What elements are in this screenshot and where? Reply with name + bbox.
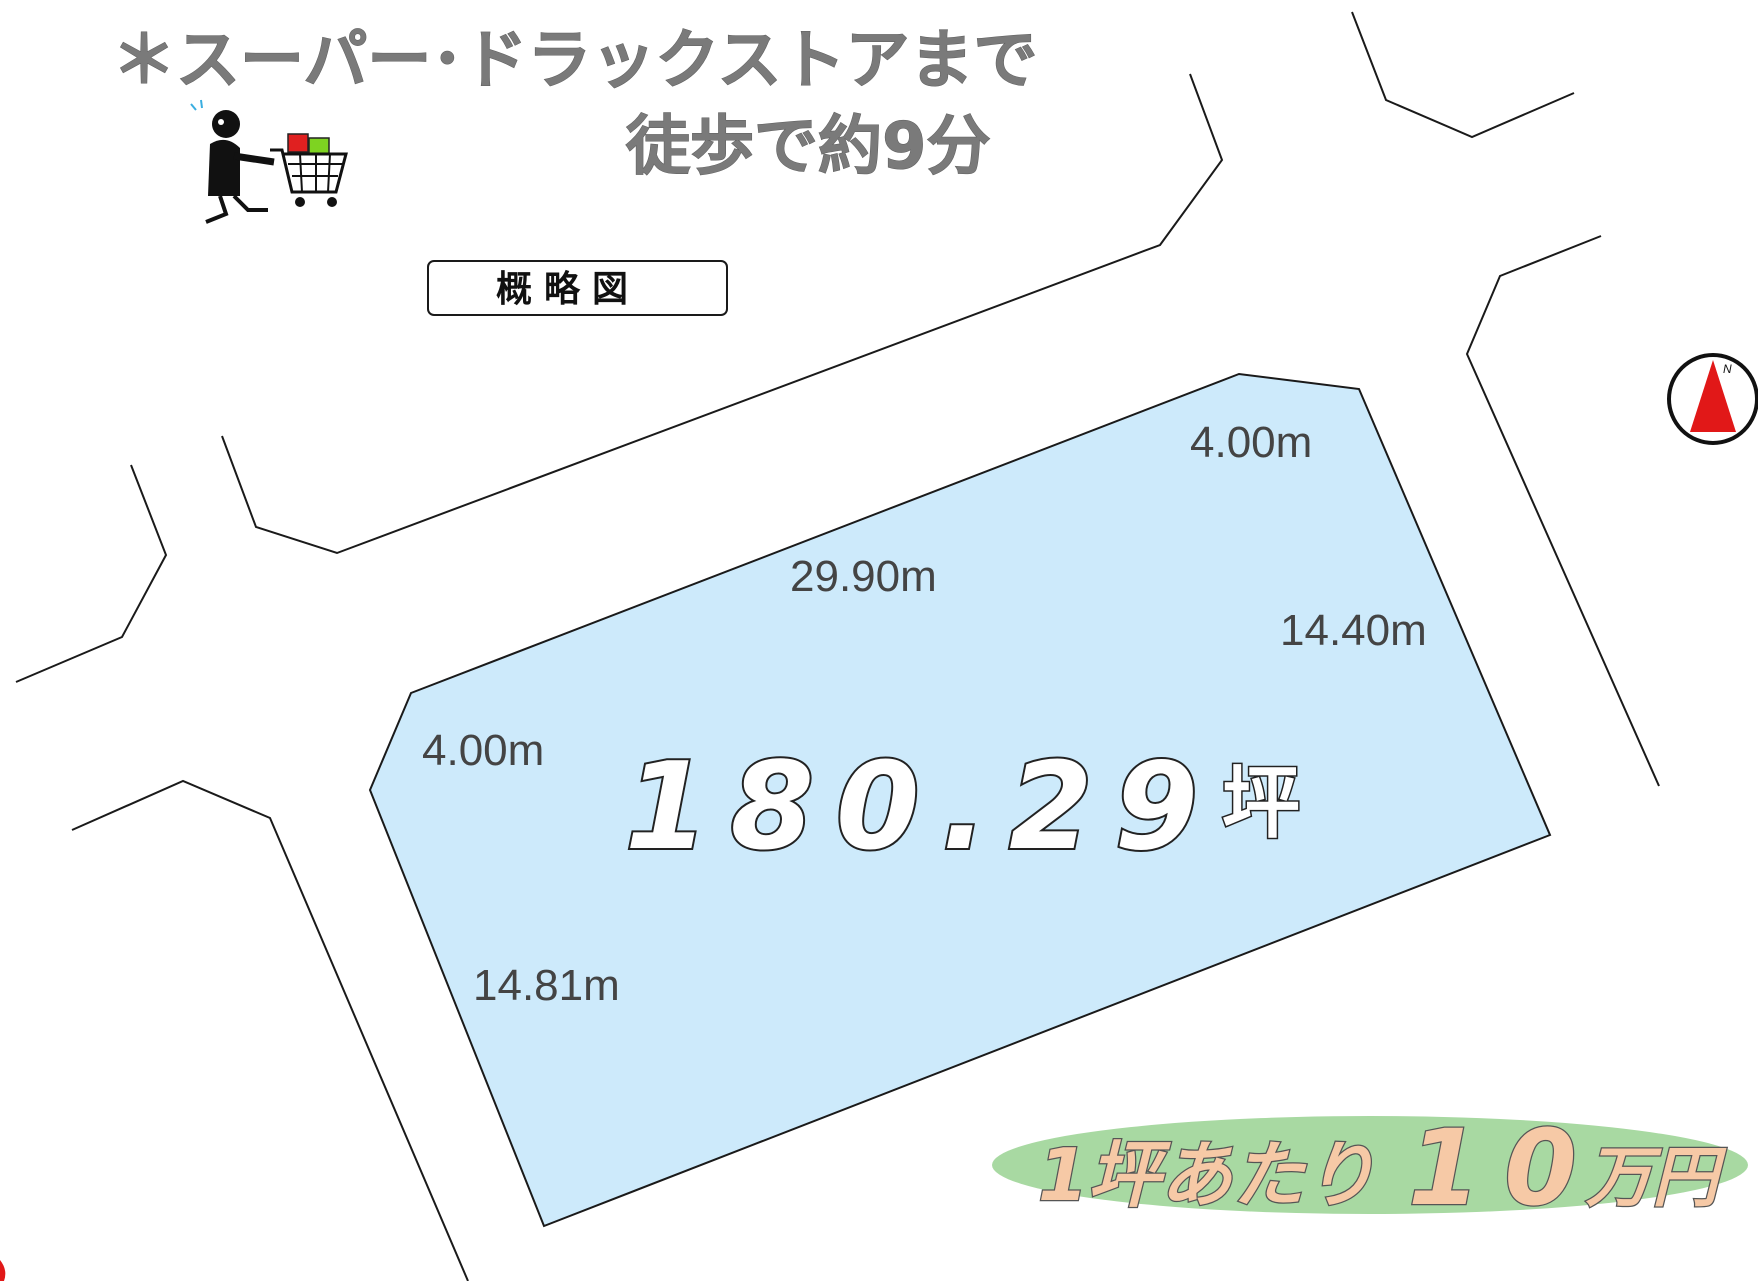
road-edge-top-right — [1351, 11, 1575, 139]
road-edge-left-lower — [71, 779, 469, 1281]
road-edge-left-upper — [15, 464, 168, 683]
price-badge: 1坪あたり 10 万円 — [992, 1106, 1748, 1230]
road-lines — [15, 11, 1660, 1281]
headline-walk-time: 徒歩で約9分 — [625, 110, 991, 184]
dimension-left-short: 4.00m — [422, 726, 544, 775]
north-arrow-icon: N — [1667, 353, 1758, 445]
price-unit: 万円 — [1586, 1139, 1727, 1216]
price-prefix: 1坪あたり — [1038, 1133, 1376, 1217]
headline-store-distance: ＊スーパー･ドラックストアまで — [112, 24, 1037, 98]
dimension-top-long: 29.90m — [790, 552, 937, 601]
corner-mark — [0, 1260, 6, 1281]
road-edge-right — [1465, 235, 1660, 787]
dimension-top-right-short: 4.00m — [1190, 418, 1312, 467]
road-edge-upper — [221, 73, 1224, 555]
shopper-with-cart-icon — [190, 99, 348, 224]
dimension-left-side: 14.81m — [473, 961, 620, 1010]
dimension-right-side: 14.40m — [1280, 606, 1427, 655]
legend-label: 概略図 — [496, 269, 640, 310]
price-value: 10 — [1408, 1107, 1601, 1229]
lot-area-unit: 坪 — [1222, 759, 1300, 849]
compass-label: N — [1723, 362, 1732, 376]
lot-parcel — [368, 372, 1552, 1228]
legend-box: 概略図 — [427, 260, 728, 316]
lot-area-value: 180.29 — [625, 738, 1220, 877]
